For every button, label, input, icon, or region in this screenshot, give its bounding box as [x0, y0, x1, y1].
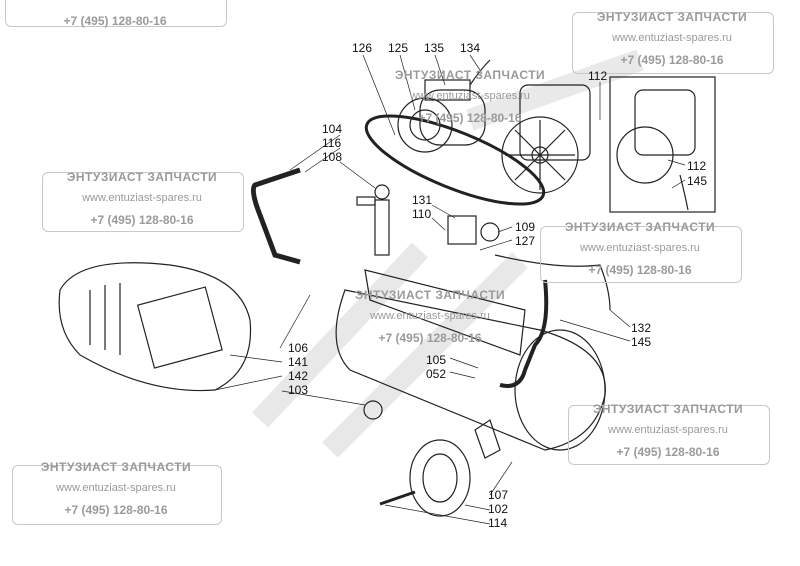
part-label-131: 131: [412, 193, 433, 207]
part-label-106: 106: [288, 341, 309, 355]
gauge: [480, 222, 500, 242]
watermark-frame: [540, 226, 742, 283]
part-label-107: 107: [488, 488, 509, 502]
wheel: [409, 439, 471, 517]
part-label-105: 105: [426, 353, 447, 367]
part-label-134: 134: [460, 41, 481, 55]
pump: [501, 84, 591, 194]
pressure-switch: [447, 215, 477, 245]
leader-lines: [214, 54, 686, 525]
part-label-116: 116: [322, 136, 342, 150]
part-label-104: 104: [322, 122, 343, 136]
part-label-109: 109: [515, 220, 536, 234]
watermark-phone: +7 (495) 128-80-16: [63, 14, 167, 28]
part-label-145-inset: 145: [687, 174, 708, 188]
part-label-103: 103: [288, 383, 309, 397]
part-label-112-inset: 112: [687, 159, 707, 173]
watermark-frame: [5, 0, 227, 27]
part-label-112: 112: [588, 69, 608, 83]
wheel-bracket: [474, 419, 501, 459]
part-label-126: 126: [352, 41, 373, 55]
part-label-141: 141: [288, 355, 309, 369]
handle: [250, 167, 301, 265]
belt-guard: [58, 262, 252, 392]
part-label-125: 125: [388, 41, 409, 55]
belt: [364, 114, 546, 206]
part-label-114: 114: [488, 516, 508, 530]
watermark-frame: [572, 12, 774, 74]
air-filter: [356, 184, 390, 256]
power-cord: [494, 254, 611, 311]
part-label-135: 135: [424, 41, 445, 55]
part-label-132: 132: [631, 321, 652, 335]
part-label-108: 108: [322, 150, 343, 164]
part-label-052: 052: [426, 367, 447, 381]
inset-pump: [616, 89, 696, 211]
part-label-142: 142: [288, 369, 309, 383]
part-label-110: 110: [412, 207, 432, 221]
wheel-bolt: [379, 490, 416, 506]
tank: [335, 269, 606, 451]
part-label-145: 145: [631, 335, 652, 349]
part-label-127: 127: [515, 234, 536, 248]
watermark-frame: [568, 405, 770, 465]
inset-box: [609, 76, 716, 213]
watermark-frame: [12, 465, 222, 525]
part-label-102: 102: [488, 502, 509, 516]
watermark-frame: [42, 172, 244, 232]
caster-wheel: [363, 400, 383, 420]
